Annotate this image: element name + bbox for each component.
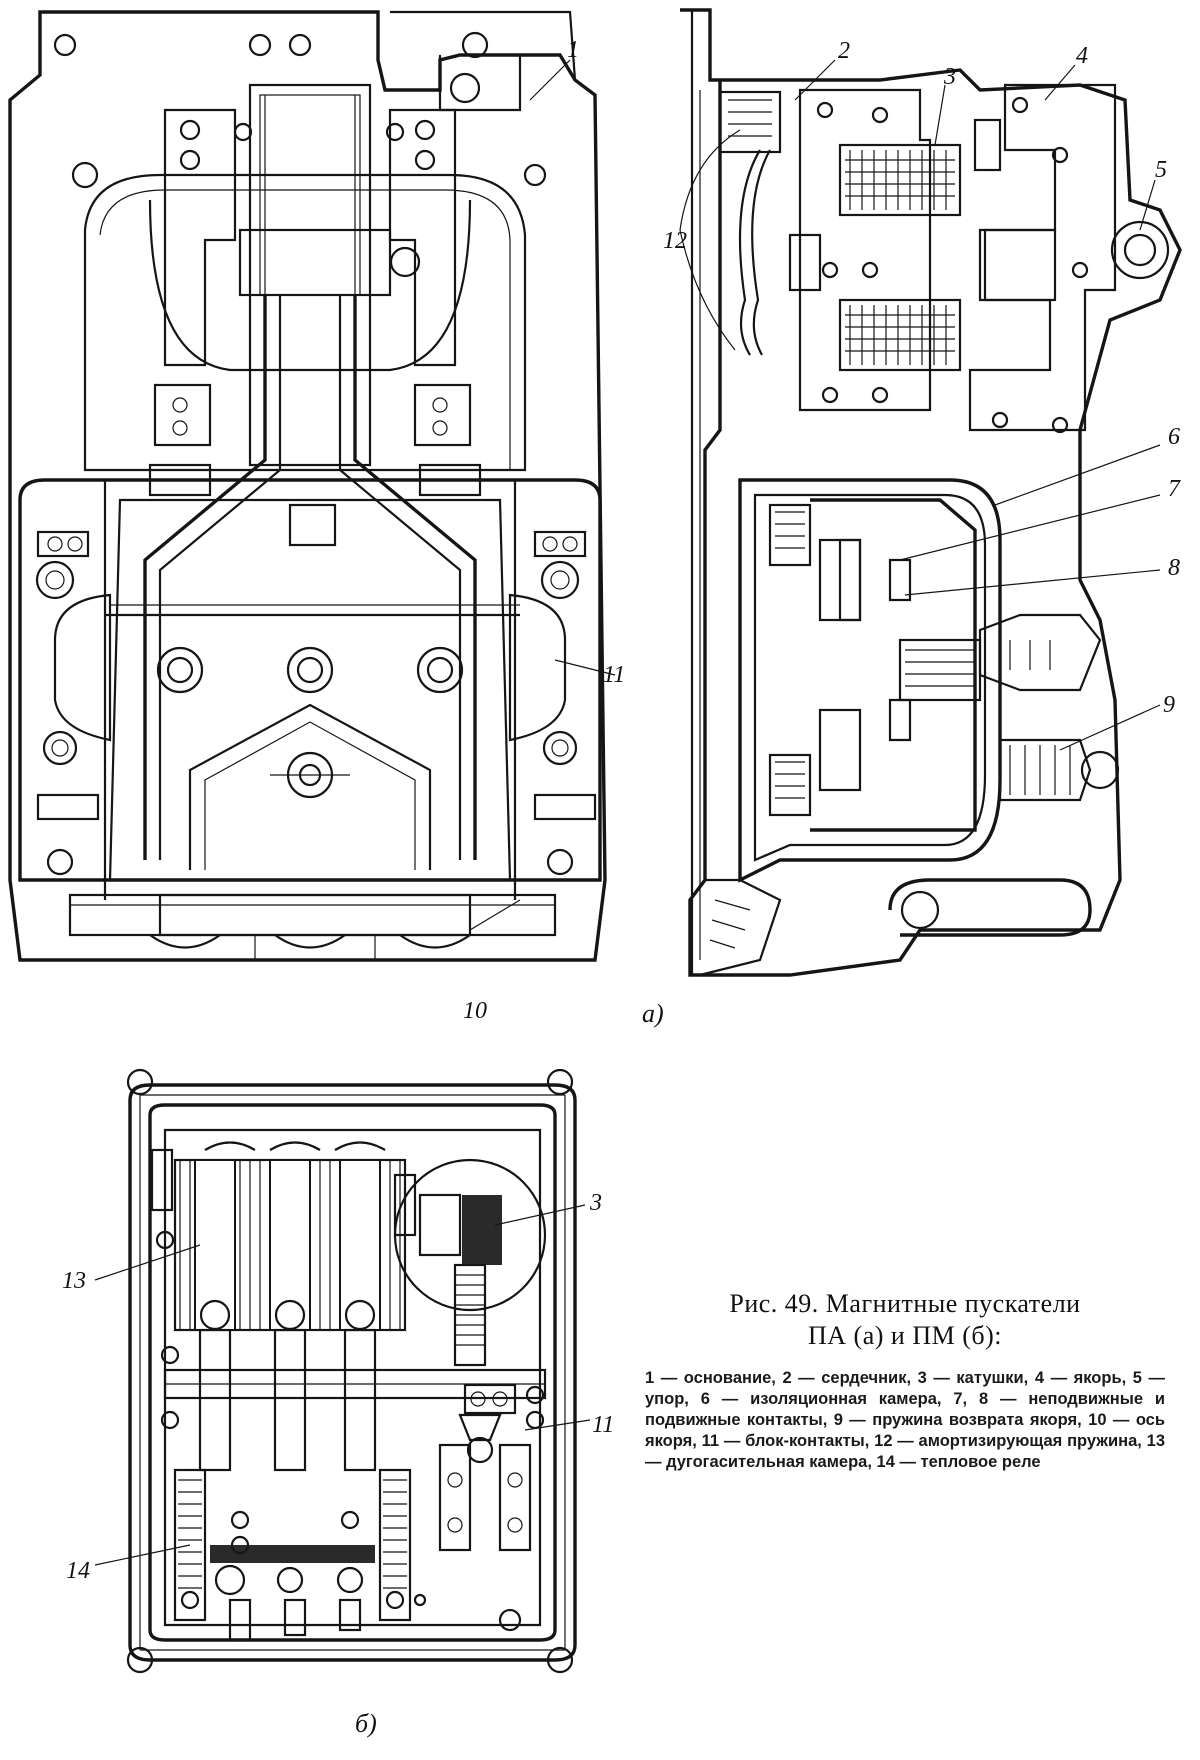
callout-14: 14 [66, 1558, 90, 1584]
callout-7: 7 [1168, 476, 1181, 502]
starter-pm-view [128, 1070, 575, 1672]
callout-4: 4 [1076, 43, 1088, 69]
callout-8: 8 [1168, 555, 1180, 581]
starter-pa-side-section [680, 10, 1180, 975]
subfigure-label-b: б) [355, 1709, 377, 1738]
callout-3-b: 3 [589, 1190, 602, 1216]
legend-item: 2 — сердечник, [782, 1369, 917, 1387]
callout-2: 2 [838, 38, 850, 64]
callout-13: 13 [62, 1268, 86, 1294]
callout-9: 9 [1163, 692, 1175, 718]
callout-10: 10 [463, 998, 487, 1024]
legend-item: 14 — тепловое реле [877, 1453, 1041, 1471]
starter-pa-front-view [10, 12, 605, 960]
callout-12: 12 [663, 228, 687, 254]
caption-title-line2: ПА (а) и ПМ (б): [645, 1320, 1165, 1352]
callout-3-a: 3 [943, 64, 956, 90]
caption-legend: 1 — основание, 2 — сердечник, 3 — катушк… [645, 1368, 1165, 1473]
callout-11-a: 11 [603, 662, 625, 688]
callout-1: 1 [567, 37, 579, 63]
callout-6: 6 [1168, 424, 1180, 450]
legend-item: 3 — катушки, [918, 1369, 1035, 1387]
legend-item: 4 — якорь, [1035, 1369, 1133, 1387]
legend-item: 1 — основание, [645, 1369, 782, 1387]
legend-item: 11 — блок-контакты, [702, 1432, 875, 1450]
callout-5: 5 [1155, 157, 1167, 183]
callout-11-b: 11 [592, 1412, 614, 1438]
legend-item: 9 — пружина возврата якоря, [834, 1411, 1088, 1429]
legend-item: 12 — амортизирующая пружина, [874, 1432, 1147, 1450]
caption-title: Рис. 49. Магнитные пускатели ПА (а) и ПМ… [645, 1288, 1165, 1352]
caption-title-line1: Рис. 49. Магнитные пускатели [645, 1288, 1165, 1320]
subfigure-label-a: а) [642, 999, 664, 1028]
figure-caption: Рис. 49. Магнитные пускатели ПА (а) и ПМ… [645, 1288, 1165, 1473]
legend-item: 6 — изоляционная камера, [701, 1390, 954, 1408]
